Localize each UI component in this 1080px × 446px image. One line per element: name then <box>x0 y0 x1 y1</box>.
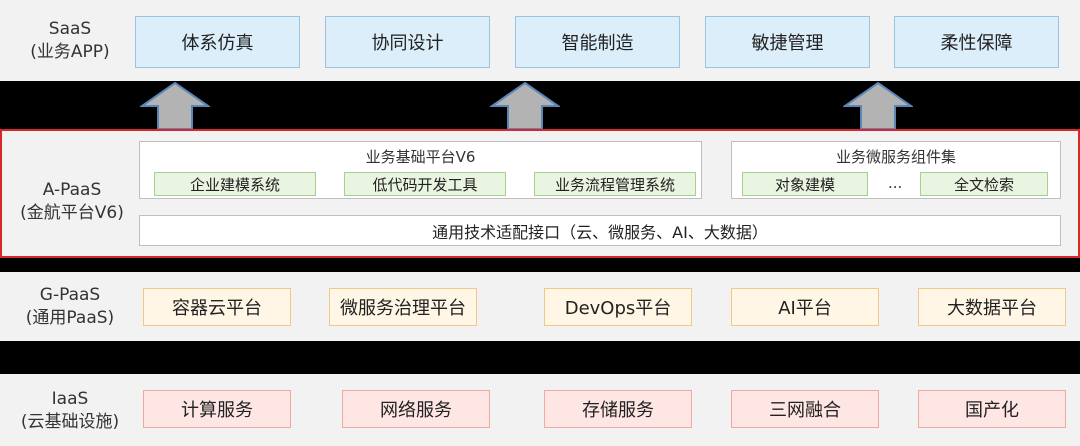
gpaas-layer-label: G-PaaS (通用PaaS) <box>0 284 140 330</box>
microservice-components-title: 业务微服务组件集 <box>835 148 956 166</box>
saas-layer-label: SaaS (业务APP) <box>0 18 140 64</box>
iaas-label-line1: IaaS <box>51 389 89 409</box>
business-platform-panel: 业务基础平台V6 企业建模系统 低代码开发工具 业务流程管理系统 <box>139 141 702 199</box>
adapter-interface-bar: 通用技术适配接口（云、微服务、AI、大数据） <box>139 215 1061 246</box>
iaas-layer: IaaS (云基础设施) 计算服务 网络服务 存储服务 三网融合 国产化 <box>0 374 1080 446</box>
iaas-layer-label: IaaS (云基础设施) <box>0 388 140 434</box>
up-arrow-icon <box>140 82 210 130</box>
component-item-2: 全文检索 <box>920 172 1048 196</box>
gpaas-label-line2: (通用PaaS) <box>25 308 115 328</box>
saas-app-4: 敏捷管理 <box>705 16 870 68</box>
gpaas-item-1: 容器云平台 <box>143 288 291 326</box>
gpaas-label-line1: G-PaaS <box>39 285 101 305</box>
saas-app-1: 体系仿真 <box>135 16 300 68</box>
gpaas-layer: G-PaaS (通用PaaS) 容器云平台 微服务治理平台 DevOps平台 A… <box>0 272 1080 341</box>
iaas-label-line2: (云基础设施) <box>20 412 120 432</box>
iaas-item-1: 计算服务 <box>143 390 291 428</box>
gpaas-item-2: 微服务治理平台 <box>329 288 477 326</box>
component-item-1: 对象建模 <box>742 172 868 196</box>
platform-item-2: 低代码开发工具 <box>344 172 506 196</box>
platform-item-3: 业务流程管理系统 <box>534 172 696 196</box>
saas-app-2: 协同设计 <box>325 16 490 68</box>
apaas-layer: A-PaaS (金航平台V6) 业务基础平台V6 企业建模系统 低代码开发工具 … <box>0 129 1080 258</box>
component-ellipsis: ... <box>888 174 903 192</box>
adapter-interface-text: 通用技术适配接口（云、微服务、AI、大数据） <box>432 222 768 242</box>
iaas-item-2: 网络服务 <box>342 390 490 428</box>
gpaas-item-5: 大数据平台 <box>918 288 1066 326</box>
iaas-item-4: 三网融合 <box>731 390 879 428</box>
saas-label-line2: (业务APP) <box>30 42 110 62</box>
apaas-label-line2: (金航平台V6) <box>20 203 124 223</box>
gpaas-item-3: DevOps平台 <box>544 288 692 326</box>
apaas-layer-label: A-PaaS (金航平台V6) <box>2 179 142 225</box>
business-platform-title: 业务基础平台V6 <box>365 148 476 166</box>
up-arrow-icon <box>843 82 913 130</box>
saas-app-5: 柔性保障 <box>894 16 1059 68</box>
apaas-label-line1: A-PaaS <box>42 180 102 200</box>
platform-item-1: 企业建模系统 <box>154 172 316 196</box>
up-arrow-icon <box>490 82 560 130</box>
iaas-item-3: 存储服务 <box>544 390 692 428</box>
saas-app-3: 智能制造 <box>515 16 680 68</box>
gpaas-item-4: AI平台 <box>731 288 879 326</box>
saas-layer: SaaS (业务APP) 体系仿真 协同设计 智能制造 敏捷管理 柔性保障 <box>0 0 1080 81</box>
microservice-components-panel: 业务微服务组件集 对象建模 ... 全文检索 <box>731 141 1061 199</box>
saas-label-line1: SaaS <box>48 19 92 39</box>
iaas-item-5: 国产化 <box>918 390 1066 428</box>
